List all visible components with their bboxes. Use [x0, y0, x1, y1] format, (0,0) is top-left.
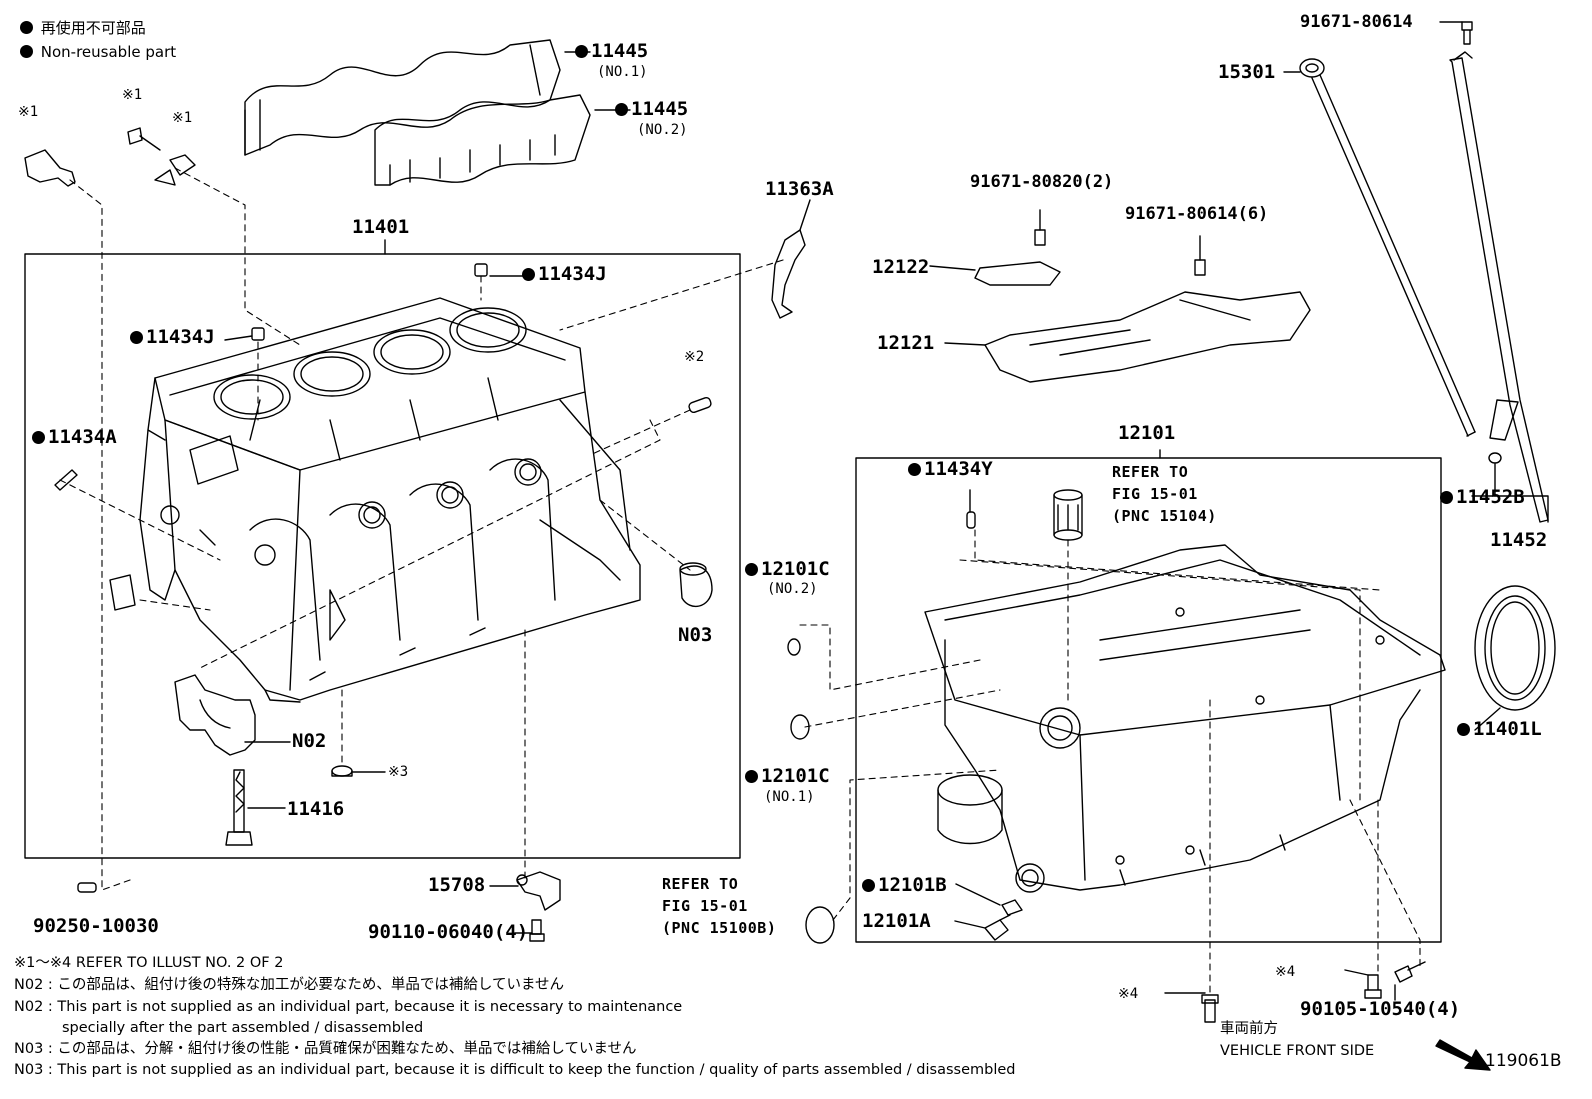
non-reusable-icon — [32, 431, 45, 444]
legend-en-text: Non-reusable part — [40, 43, 177, 61]
non-reusable-icon — [745, 770, 758, 783]
part-N02[interactable]: N02 — [292, 730, 327, 752]
part-number: 11445 — [591, 40, 649, 62]
oil-pan-group-box — [855, 457, 1442, 943]
figure-id: 119061B — [1485, 1051, 1562, 1071]
part-11445-no1-sub: (NO.1) — [597, 64, 648, 80]
part-number: 11434J — [538, 263, 607, 285]
non-reusable-icon — [1440, 491, 1453, 504]
part-11445-no2-sub: (NO.2) — [637, 122, 688, 138]
part-91671-80820[interactable]: 91671-80820(2) — [970, 172, 1114, 192]
legend-en: Non-reusable part — [20, 45, 176, 60]
non-reusable-icon — [615, 103, 628, 116]
part-11452B[interactable]: 11452B — [1440, 488, 1525, 507]
part-11434Y[interactable]: 11434Y — [908, 460, 993, 479]
part-11416[interactable]: 11416 — [287, 798, 345, 820]
note-n03-jp: N03 : この部品は、分解・組付け後の性能・品質確保が困難なため、単品では補給… — [14, 1041, 637, 1057]
part-15708[interactable]: 15708 — [428, 874, 486, 896]
part-number: 12101C — [761, 765, 830, 787]
part-12101C-no2[interactable]: 12101C — [745, 560, 830, 579]
part-11445-no1[interactable]: 11445 — [575, 42, 648, 61]
refer-fig-15104-line3: (PNC 15104) — [1112, 507, 1217, 525]
vehicle-front-en: VEHICLE FRONT SIDE — [1220, 1043, 1375, 1059]
block-small-parts — [24, 127, 806, 942]
part-12101A[interactable]: 12101A — [862, 910, 931, 932]
ref-note-3: ※3 — [388, 764, 409, 780]
part-N03[interactable]: N03 — [678, 624, 713, 646]
part-11434J-top[interactable]: 11434J — [522, 265, 607, 284]
vehicle-front-jp: 車両前方 — [1220, 1021, 1278, 1037]
note-n02-en: N02 : This part is not supplied as an in… — [14, 999, 683, 1015]
oil-gauge-parts — [1299, 21, 1549, 523]
ref-note-4a: ※4 — [1118, 986, 1139, 1002]
part-12101C-no1[interactable]: 12101C — [745, 767, 830, 786]
baffle-parts — [974, 229, 1311, 383]
part-number: 12101B — [878, 874, 947, 896]
leader-lines — [224, 21, 1549, 1001]
refer-fig-15104-line1: REFER TO — [1112, 463, 1189, 481]
part-number: 11445 — [631, 98, 689, 120]
note-n02-en-cont: specially after the part assembled / dis… — [62, 1020, 424, 1036]
non-reusable-icon — [522, 268, 535, 281]
part-90250-10030[interactable]: 90250-10030 — [33, 915, 159, 937]
non-reusable-icon — [908, 463, 921, 476]
part-number: 12101C — [761, 558, 830, 580]
part-11363A[interactable]: 11363A — [765, 178, 834, 200]
refer-fig-15100B-line3: (PNC 15100B) — [662, 919, 777, 937]
part-number: 11452B — [1456, 486, 1525, 508]
part-15301[interactable]: 15301 — [1218, 61, 1276, 83]
refer-fig-15104-line2[interactable]: FIG 15-01 — [1112, 485, 1198, 503]
ref-note-1b: ※1 — [122, 87, 143, 103]
oil-pan-illustration — [924, 544, 1446, 893]
non-reusable-icon — [862, 879, 875, 892]
part-91671-80614-6[interactable]: 91671-80614(6) — [1125, 204, 1269, 224]
legend-jp-text: 再使用不可部品 — [40, 19, 146, 37]
ref-note-4b: ※4 — [1275, 964, 1296, 980]
group-number-11401[interactable]: 11401 — [352, 216, 410, 238]
vehicle-front-arrow — [1435, 1039, 1491, 1071]
part-11445-no2[interactable]: 11445 — [615, 100, 688, 119]
part-number: 11401L — [1473, 718, 1542, 740]
bullet-icon — [20, 21, 33, 34]
part-number: 11434Y — [924, 458, 993, 480]
dashed-leader-lines — [59, 167, 1421, 996]
bullet-icon — [20, 45, 33, 58]
note-n02-jp: N02 : この部品は、組付け後の特殊な加工が必要なため、単品では補給していませ… — [14, 977, 565, 993]
note-ref-illust: ※1～※4 REFER TO ILLUST NO. 2 OF 2 — [14, 955, 284, 971]
cylinder-block-illustration — [109, 297, 641, 703]
refer-fig-15100B-line1: REFER TO — [662, 875, 739, 893]
non-reusable-icon — [130, 331, 143, 344]
part-12122[interactable]: 12122 — [872, 256, 930, 278]
non-reusable-icon — [575, 45, 588, 58]
refer-fig-15100B-line2[interactable]: FIG 15-01 — [662, 897, 748, 915]
insulators — [244, 39, 591, 186]
ref-note-1c: ※1 — [172, 110, 193, 126]
part-11434J-left[interactable]: 11434J — [130, 328, 215, 347]
part-11401L[interactable]: 11401L — [1457, 720, 1542, 739]
part-90110-06040[interactable]: 90110-06040(4) — [368, 921, 529, 943]
ref-note-2: ※2 — [684, 349, 705, 365]
legend-jp: 再使用不可部品 — [20, 21, 146, 36]
non-reusable-icon — [745, 563, 758, 576]
non-reusable-icon — [1457, 723, 1470, 736]
part-11434A[interactable]: 11434A — [32, 428, 117, 447]
part-12101C-no2-sub: (NO.2) — [767, 581, 818, 597]
ref-note-1a: ※1 — [18, 104, 39, 120]
part-11452[interactable]: 11452 — [1490, 529, 1548, 551]
group-number-12101[interactable]: 12101 — [1118, 422, 1176, 444]
note-n03-en: N03 : This part is not supplied as an in… — [14, 1062, 1016, 1078]
part-number: 11434J — [146, 326, 215, 348]
part-12101B[interactable]: 12101B — [862, 876, 947, 895]
part-12121[interactable]: 12121 — [877, 332, 935, 354]
part-90105-10540[interactable]: 90105-10540(4) — [1300, 998, 1461, 1020]
part-91671-80614[interactable]: 91671-80614 — [1300, 12, 1413, 32]
cylinder-block-group-box — [24, 253, 741, 859]
part-12101C-no1-sub: (NO.1) — [764, 789, 815, 805]
part-number: 11434A — [48, 426, 117, 448]
pan-small-parts — [787, 489, 1556, 1023]
